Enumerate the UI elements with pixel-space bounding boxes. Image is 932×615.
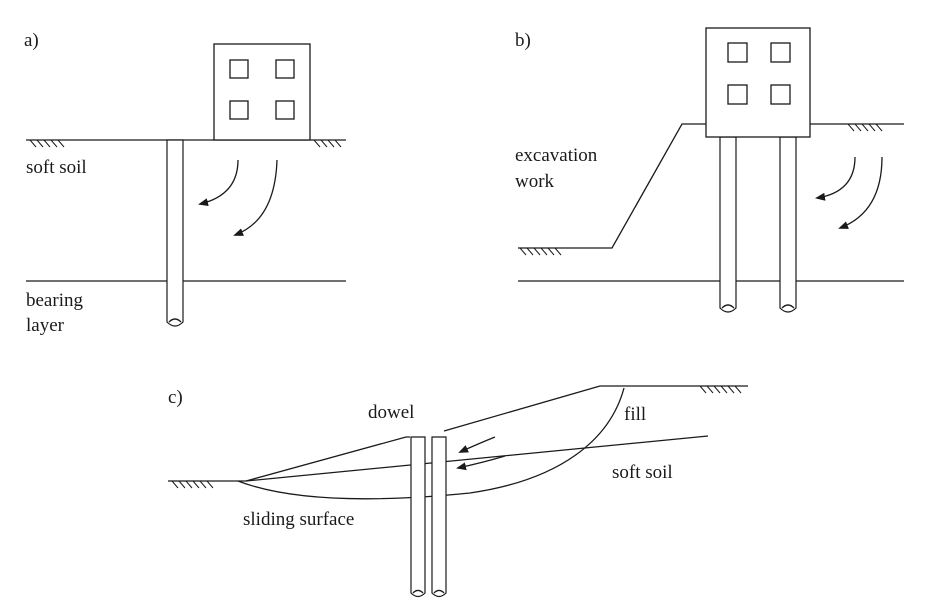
panel-c-soft-soil-label: soft soil — [612, 462, 673, 483]
panel-c-dowel-left-break — [412, 589, 424, 594]
panel-c-sliding-surface-label: sliding surface — [243, 509, 354, 530]
panel-a-pile-break — [168, 318, 182, 323]
ground-hatch-icon — [699, 385, 742, 394]
panel-c-dowel-right-break — [433, 589, 445, 594]
panel-b-pile-right — [779, 136, 797, 313]
panel-b-excavation-label: excavation — [515, 145, 598, 166]
panel-c-upper-slope — [443, 385, 601, 432]
panel-a-tag: a) — [24, 30, 39, 51]
soil-movement-arrow-icon — [198, 159, 239, 207]
panel-c: c) dowel fill soft soil sliding surf — [168, 385, 748, 598]
soil-movement-arrow-icon — [233, 159, 278, 236]
panel-c-dowel-right — [431, 436, 447, 598]
panel-c-fill-boundary — [245, 435, 709, 482]
panel-a: a) soft soil bearing layer — [24, 30, 346, 336]
panel-a-soft-soil-label: soft soil — [26, 157, 87, 178]
panel-a-building — [213, 43, 311, 141]
panel-c-dowel-left — [410, 436, 426, 598]
ground-hatch-icon — [171, 480, 214, 489]
panel-a-layer-label: layer — [26, 315, 65, 336]
panel-b-pile-left — [719, 136, 737, 313]
soil-movement-arrow-icon — [458, 436, 496, 453]
panel-c-dowel-label: dowel — [368, 402, 414, 423]
panel-c-fill-label: fill — [624, 404, 646, 425]
soil-movement-arrow-icon — [838, 156, 883, 229]
panel-b-pile-right-break — [781, 304, 795, 309]
ground-hatch-icon — [29, 139, 65, 148]
panel-b-excavation-profile — [518, 123, 706, 249]
window-icon — [770, 42, 791, 63]
ground-hatch-icon — [847, 123, 883, 132]
panel-b-building — [705, 27, 811, 138]
panel-a-pile — [166, 139, 184, 327]
panel-b-pile-left-break — [721, 304, 735, 309]
window-icon — [229, 100, 249, 120]
panel-c-sliding-surface — [237, 387, 625, 500]
panel-b-tag: b) — [515, 30, 531, 51]
soil-movement-arrow-icon — [815, 156, 856, 201]
soil-movement-arrow-icon — [456, 455, 506, 471]
panel-c-lower-slope — [168, 436, 410, 482]
ground-hatch-icon — [519, 247, 562, 256]
window-icon — [770, 84, 791, 105]
window-icon — [275, 59, 295, 79]
window-icon — [229, 59, 249, 79]
panel-a-bearing-label: bearing — [26, 290, 83, 311]
window-icon — [727, 84, 748, 105]
window-icon — [727, 42, 748, 63]
panel-c-tag: c) — [168, 387, 183, 408]
window-icon — [275, 100, 295, 120]
ground-hatch-icon — [313, 139, 342, 148]
panel-b: b) excavation work — [515, 27, 904, 313]
panel-b-work-label: work — [515, 171, 555, 192]
